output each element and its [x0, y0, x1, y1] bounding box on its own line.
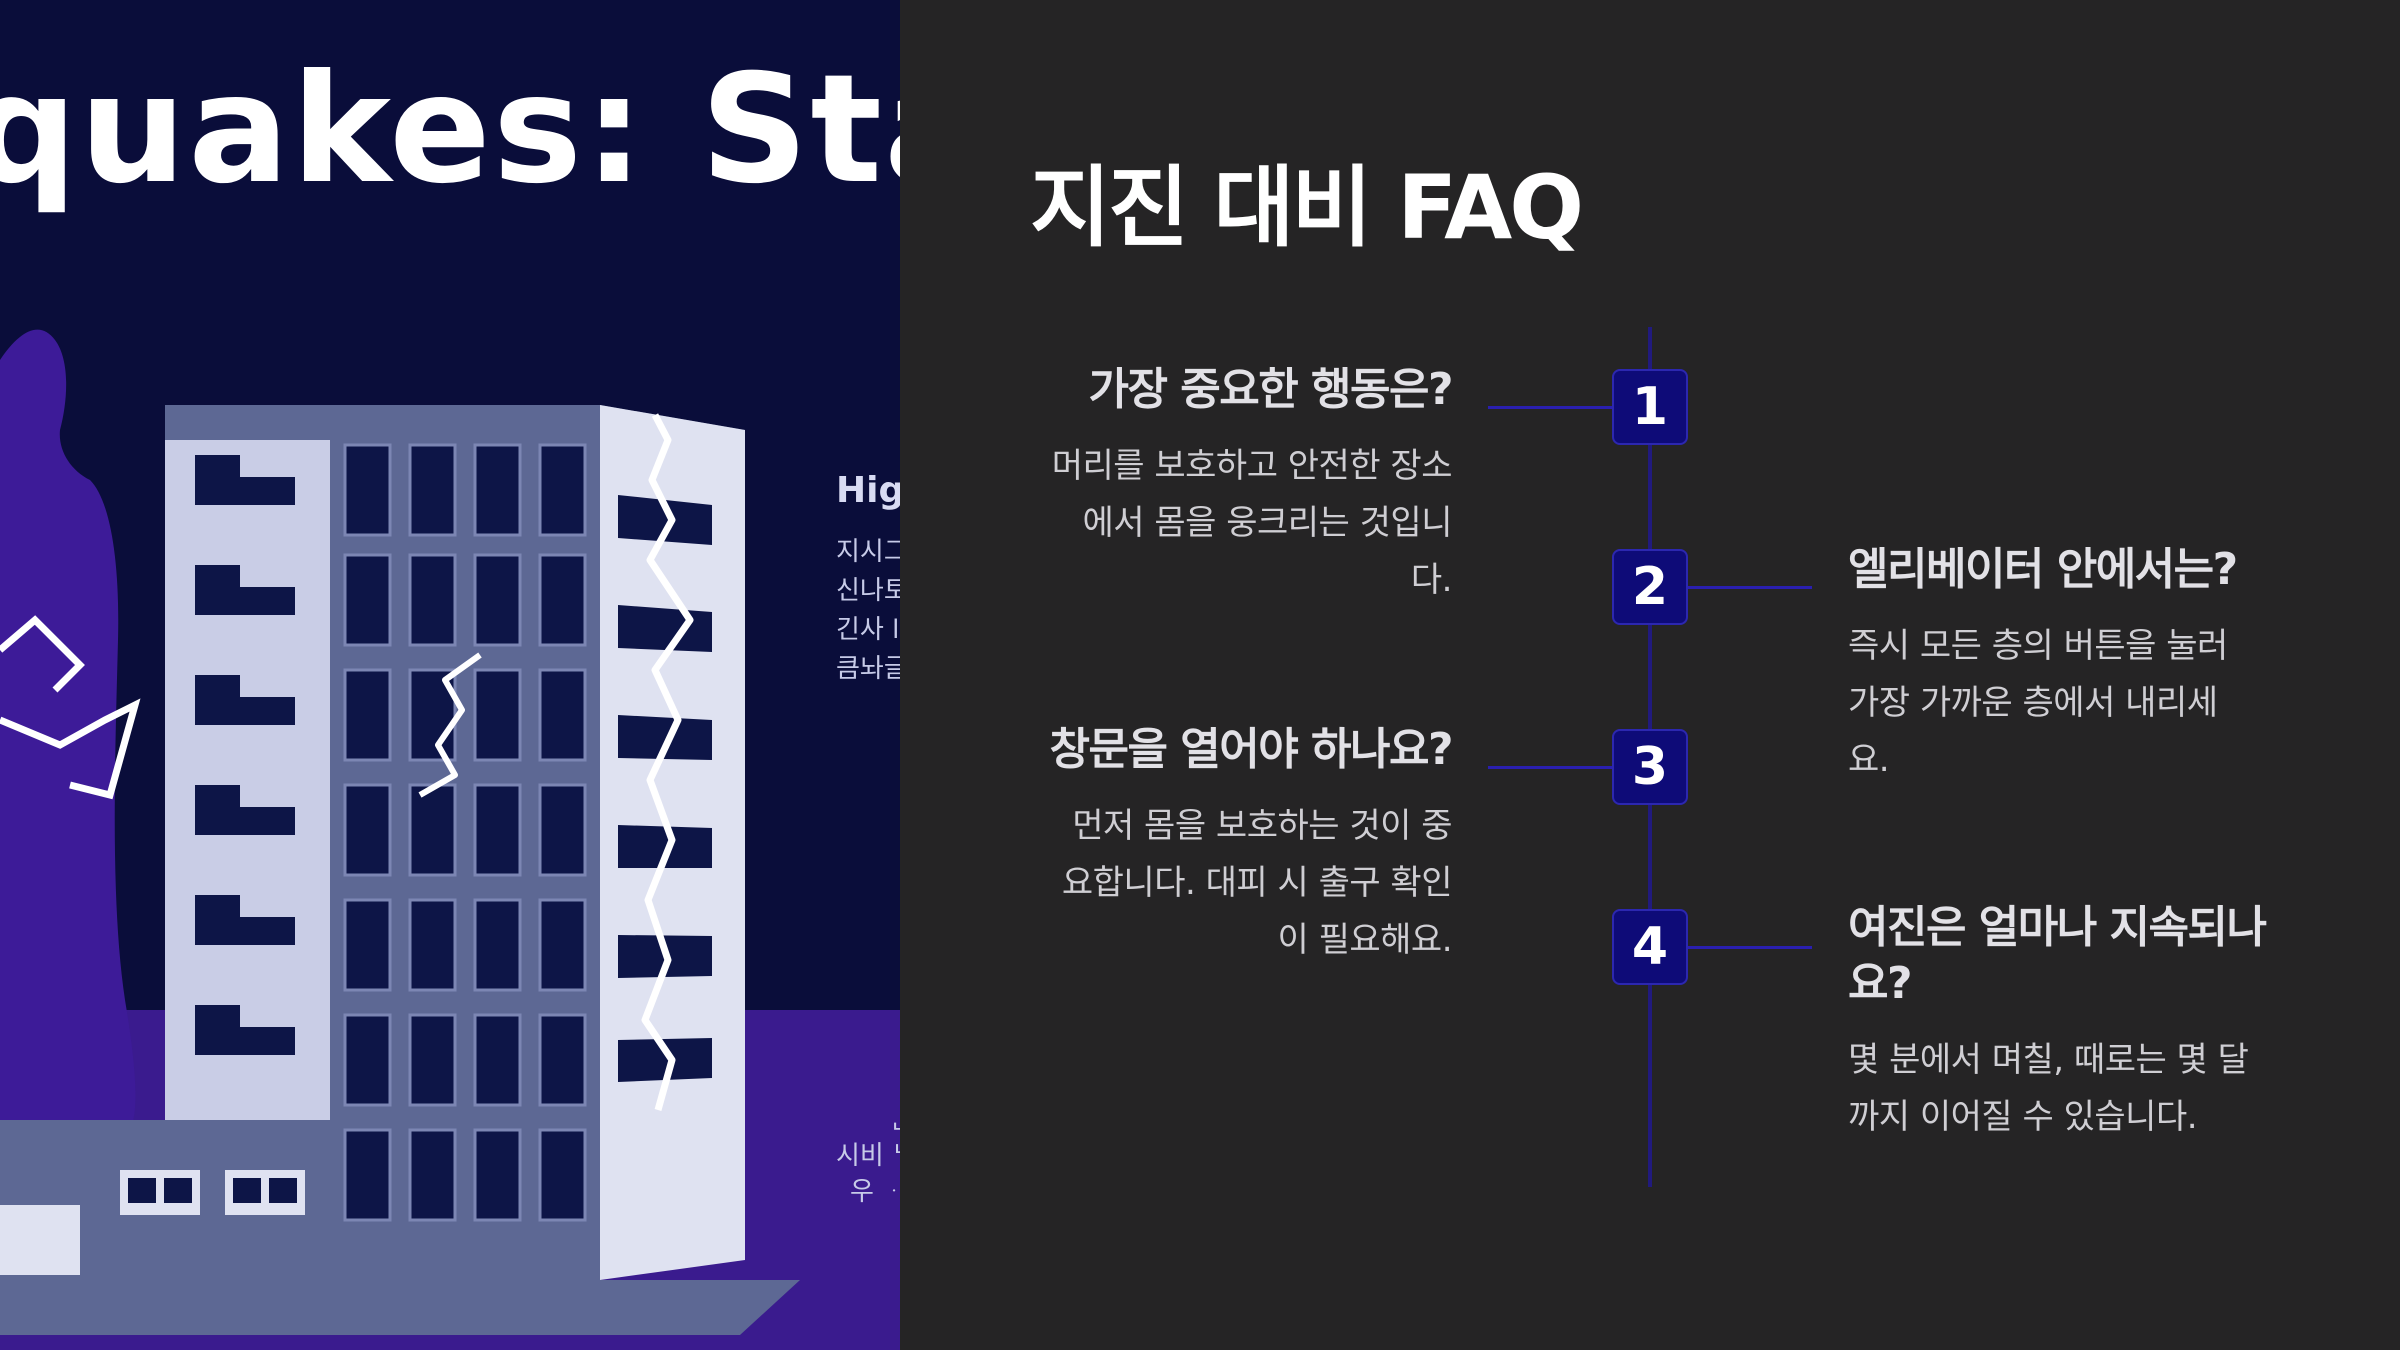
faq-number-badge: 1 [1612, 369, 1688, 445]
faq-answer-line: 요. [1848, 740, 1890, 780]
faq-answer-line: 이 필요해요. [1277, 920, 1452, 960]
timeline-connector [1488, 766, 1614, 769]
faq-answer-line: 몇 분에서 며칠, 때로는 몇 달 [1848, 1040, 2249, 1080]
faq-number-badge: 3 [1612, 729, 1688, 805]
timeline-connector [1686, 586, 1812, 589]
side-caption-line: 긴사 l [836, 615, 900, 645]
faq-question-2: 엘리베이터 안에서는? [1848, 544, 2238, 595]
illustration-bottom-caption: ᆫ 시비 ᄂ 우 ᆞ [836, 1102, 900, 1210]
side-caption-heading: Hig [836, 470, 900, 511]
faq-answer-line: 다. [1410, 560, 1453, 600]
faq-answer-line: 까지 이어질 수 있습니다. [1848, 1097, 2198, 1137]
faq-answer-line: 요합니다. 대피 시 출구 확인 [1061, 863, 1453, 903]
faq-question-1: 가장 중요한 행동은? [1088, 364, 1454, 415]
faq-answer-3: 먼저 몸을 보호하는 것이 중 요합니다. 대피 시 출구 확인 이 필요해요. [1061, 798, 1453, 969]
faq-answer-line: 먼저 몸을 보호하는 것이 중 [1072, 806, 1452, 846]
timeline-connector [1488, 406, 1614, 409]
side-caption-line: 신나토 [836, 576, 900, 606]
page-title: 지진 대비 FAQ [1030, 156, 1584, 259]
bottom-caption-line: 우 ᆞ [850, 1177, 900, 1207]
building-illustration [0, 329, 900, 1350]
earthquake-illustration: quakes: Sta Hig 지시그 신나토 긴사 l 큼놔글 ᆫ 시비 ᄂ … [0, 0, 900, 1350]
bottom-caption-line: ᆫ [836, 1102, 900, 1138]
faq-answer-4: 몇 분에서 며칠, 때로는 몇 달 까지 이어질 수 있습니다. [1848, 1032, 2249, 1146]
faq-question-3: 창문을 열어야 하나요? [1049, 724, 1454, 775]
side-caption-line: 지시그 [836, 537, 900, 567]
faq-answer-line: 에서 몸을 웅크리는 것입니 [1082, 503, 1452, 543]
side-caption-line: 큼놔글 [836, 654, 900, 684]
faq-answer-2: 즉시 모든 층의 버튼을 눌러 가장 가까운 층에서 내리세 요. [1848, 618, 2228, 789]
faq-number-badge: 2 [1612, 549, 1688, 625]
timeline-connector [1686, 946, 1812, 949]
faq-number-badge: 4 [1612, 909, 1688, 985]
faq-answer-1: 머리를 보호하고 안전한 장소 에서 몸을 웅크리는 것입니 다. [1051, 438, 1453, 609]
illustration-side-caption: Hig 지시그 신나토 긴사 l 큼놔글 [836, 470, 900, 689]
faq-question-4: 여진은 얼마나 지속되나 요? [1848, 900, 2267, 1012]
faq-question-line: 여진은 얼마나 지속되나 [1848, 902, 2267, 953]
faq-answer-line: 가장 가까운 층에서 내리세 [1848, 683, 2218, 723]
bottom-caption-line: 시비 ᄂ [836, 1141, 900, 1171]
illustration-title: quakes: Sta [0, 43, 900, 217]
faq-question-line: 요? [1848, 958, 1913, 1009]
faq-answer-line: 즉시 모든 층의 버튼을 눌러 [1848, 626, 2228, 666]
faq-answer-line: 머리를 보호하고 안전한 장소 [1051, 446, 1453, 486]
